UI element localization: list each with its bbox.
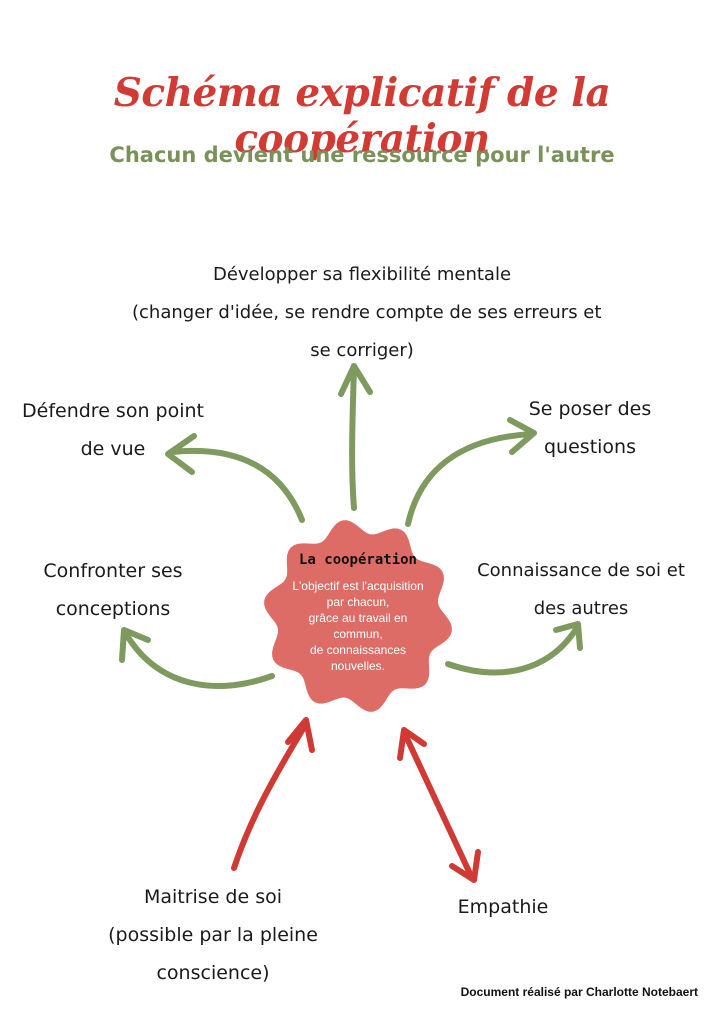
node-bottom-left: Maitrise de soi (possible par la pleine …: [98, 878, 328, 992]
center-line: par chacun,: [326, 595, 390, 609]
arrow-top-right-head: [507, 417, 537, 455]
center-content: La coopération L'objectif est l'acquisit…: [274, 552, 442, 674]
center-blob: [264, 520, 452, 712]
node-mid-left: Confronter ses conceptions: [28, 552, 198, 628]
arrow-mid-right-head: [553, 621, 583, 651]
node-bottom-right: Empathie: [448, 888, 558, 926]
page-subtitle: Chacun devient une ressource pour l'autr…: [109, 143, 615, 167]
node-bottom-left-line: (possible par la pleine: [108, 924, 318, 946]
center-line: de connaissances: [309, 643, 407, 657]
node-top-right-line: Se poser des: [528, 398, 652, 420]
arrow-bottom-left: [231, 721, 309, 871]
arrow-bottom-right-head-bottom: [449, 849, 481, 883]
node-bottom-right-line: Empathie: [457, 896, 549, 918]
credit-text: Document réalisé par Charlotte Notebaert: [460, 985, 698, 999]
arrow-top-right: [405, 431, 535, 527]
page-title: Schéma explicatif de la coopération: [113, 70, 611, 162]
center-line: commun,: [333, 627, 383, 641]
node-mid-left-line: Confronter ses: [43, 560, 183, 582]
arrow-bottom-right: [401, 729, 475, 881]
node-top-right: Se poser des questions: [520, 390, 660, 466]
node-top-left: Défendre son point de vue: [18, 392, 208, 468]
center-description: L'objectif est l'acquisition par chacun,…: [274, 578, 442, 674]
node-mid-right-line: Connaissance de soi et: [477, 560, 685, 581]
arrow-top-left-head: [165, 433, 197, 475]
node-mid-left-line: conceptions: [55, 598, 171, 620]
arrow-mid-left: [123, 631, 275, 689]
arrow-mid-right: [445, 623, 581, 676]
node-bottom-left-line: Maitrise de soi: [143, 886, 283, 908]
arrow-top: [349, 365, 357, 511]
node-top-left-line: Défendre son point: [22, 400, 204, 422]
center-line: L'objectif est l'acquisition: [292, 579, 424, 593]
arrow-mid-left-head: [119, 627, 151, 663]
node-top-right-line: questions: [544, 436, 636, 458]
arrow-top-left: [169, 447, 305, 523]
node-bottom-left-line: conscience): [156, 962, 270, 984]
node-mid-right: Connaissance de soi et des autres: [468, 552, 694, 628]
center-line: grâce au travail en: [308, 611, 408, 625]
arrow-bottom-left-head: [285, 717, 315, 753]
arrow-top-head: [338, 363, 373, 397]
node-mid-right-line: des autres: [533, 598, 629, 619]
node-top-line: Développer sa flexibilité mentale: [212, 264, 512, 285]
node-top: Développer sa flexibilité mentale (chang…: [132, 256, 602, 370]
center-line: nouvelles.: [330, 659, 386, 673]
node-top-line: (changer d'idée, se rendre compte de ses…: [132, 302, 602, 323]
center-title: La coopération: [298, 552, 417, 568]
node-top-left-line: de vue: [80, 438, 146, 460]
arrow-bottom-right-head-top: [397, 727, 427, 761]
node-top-line: se corriger): [310, 340, 414, 361]
